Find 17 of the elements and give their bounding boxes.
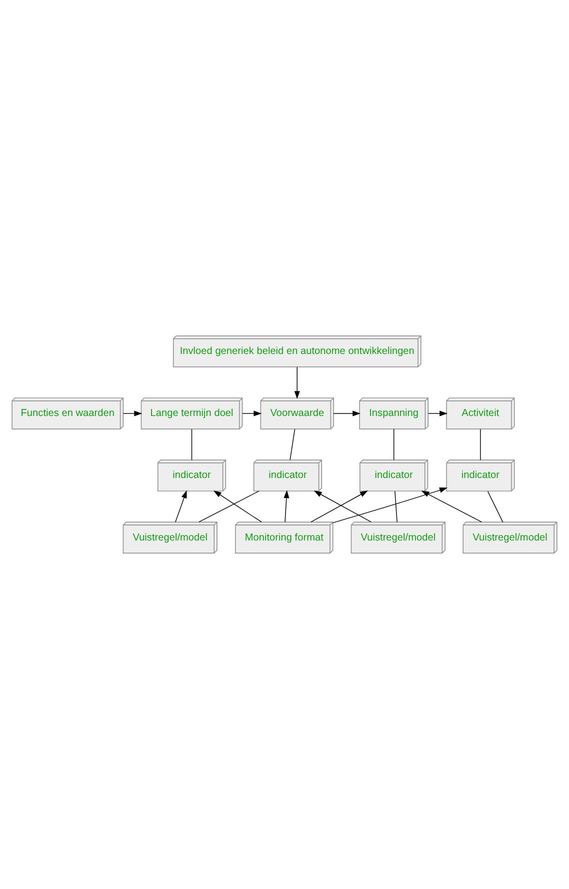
- arrow: [294, 366, 300, 400]
- arrow: [421, 490, 482, 522]
- connector: [487, 490, 504, 522]
- arrow: [333, 410, 361, 416]
- arrow: [284, 490, 290, 522]
- arrow: [213, 490, 262, 522]
- arrow: [242, 410, 262, 416]
- connector: [480, 428, 481, 460]
- connector: [290, 428, 296, 460]
- connector: [394, 490, 398, 522]
- arrow: [428, 410, 448, 416]
- arrow: [175, 490, 187, 522]
- connector: [393, 428, 394, 460]
- connector: [198, 490, 260, 522]
- connector: [191, 428, 192, 460]
- arrow: [332, 488, 448, 524]
- arrow: [123, 410, 142, 416]
